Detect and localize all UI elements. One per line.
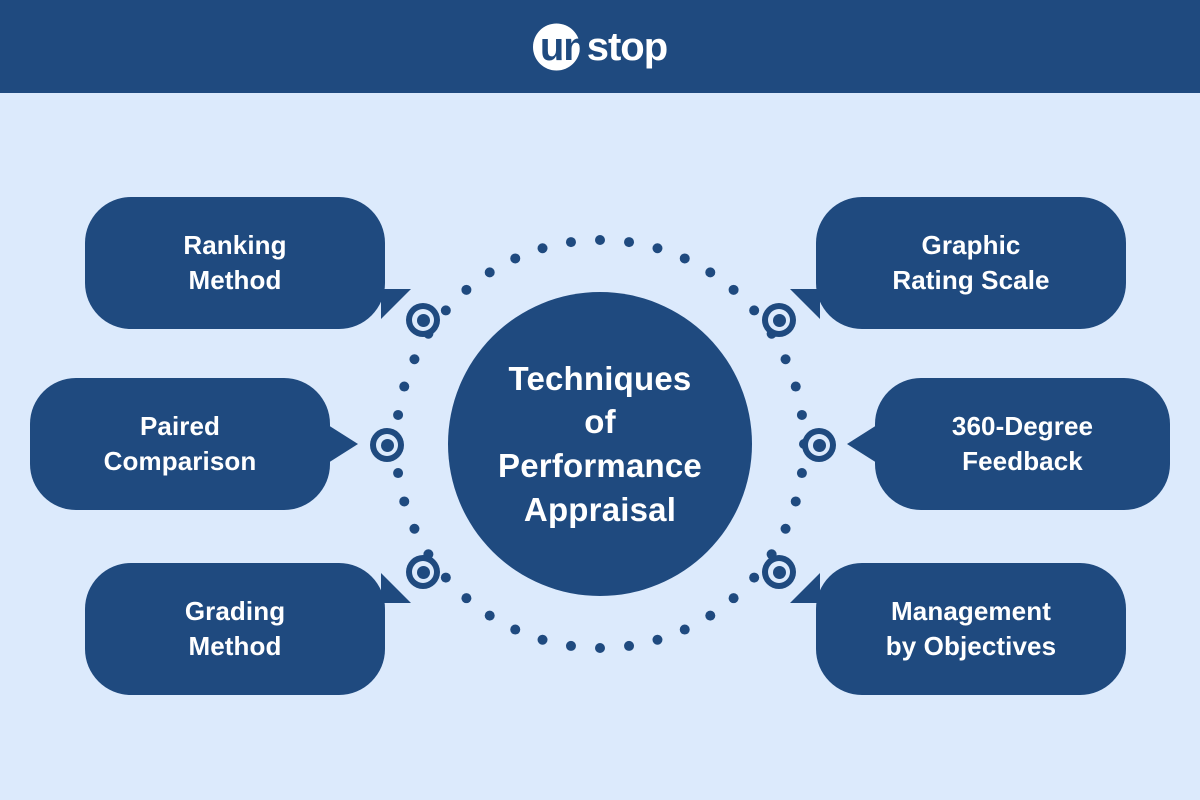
ring-dot <box>440 572 451 583</box>
hub-line-3: Performance <box>498 447 702 484</box>
ring-dot <box>652 243 663 254</box>
callout-line-2: Feedback <box>962 446 1083 476</box>
ring-dot <box>409 354 420 365</box>
node-management-by-objectives[interactable] <box>762 555 796 589</box>
callout-line-1: Graphic <box>921 230 1021 261</box>
callout-management-by-objectives-label: Management by Objectives <box>866 594 1076 664</box>
ring-dot <box>790 496 801 507</box>
ring-dot <box>399 381 410 392</box>
callout-tail <box>790 573 820 603</box>
ring-dot <box>728 593 739 604</box>
ring-dot <box>728 284 739 295</box>
logo-wordmark: unstop <box>533 24 668 69</box>
callout-graphic-rating-scale-label: Graphic Rating Scale <box>872 228 1069 298</box>
ring-dot <box>652 634 663 645</box>
ring-dot <box>796 409 807 420</box>
callout-paired-comparison[interactable]: Paired Comparison <box>30 378 358 510</box>
callout-line-1: 360-Degree <box>951 411 1094 442</box>
ring-dot <box>409 523 420 534</box>
ring-dot <box>461 284 472 295</box>
ring-dot <box>510 624 521 635</box>
ring-dot <box>399 496 410 507</box>
ring-dot <box>393 468 404 479</box>
ring-dot <box>595 643 605 653</box>
ring-dot <box>510 253 521 264</box>
callout-paired-comparison-label: Paired Comparison <box>84 409 277 479</box>
logo-text-stop: stop <box>586 24 668 69</box>
ring-dot <box>565 640 576 651</box>
callout-tail <box>847 425 877 463</box>
callout-grading-method[interactable]: Grading Method <box>85 563 411 695</box>
callout-line-2: Method <box>188 265 282 295</box>
center-hub-title: Techniques of Performance Appraisal <box>480 357 720 531</box>
logo-circle-icon <box>532 23 580 70</box>
ring-dot <box>705 610 716 621</box>
callout-line-1: Grading <box>184 596 286 627</box>
callout-grading-method-label: Grading Method <box>165 594 305 664</box>
ring-dot <box>780 523 791 534</box>
ring-dot <box>624 640 635 651</box>
ring-dot <box>679 253 690 264</box>
callout-360-degree-feedback[interactable]: 360-Degree Feedback <box>847 378 1170 510</box>
ring-dot <box>565 237 576 248</box>
ring-dot <box>679 624 690 635</box>
center-hub: Techniques of Performance Appraisal <box>448 292 752 596</box>
callout-360-degree-feedback-label: 360-Degree Feedback <box>932 409 1113 479</box>
ring-dot <box>624 237 635 248</box>
callout-line-2: by Objectives <box>885 631 1057 661</box>
logo-text-un: un <box>539 24 588 69</box>
ring-dot <box>393 409 404 420</box>
ring-dot <box>484 610 495 621</box>
ring-dot <box>790 381 801 392</box>
node-360-degree-feedback[interactable] <box>802 428 836 462</box>
ring-dot <box>461 593 472 604</box>
ring-dot <box>537 634 548 645</box>
callout-graphic-rating-scale[interactable]: Graphic Rating Scale <box>790 197 1126 329</box>
callout-line-2: Method <box>188 631 282 661</box>
diagram-stage: Techniques of Performance Appraisal Rank… <box>0 93 1200 800</box>
ring-dot <box>705 267 716 278</box>
callout-line-2: Rating Scale <box>892 265 1050 295</box>
node-paired-comparison[interactable] <box>370 428 404 462</box>
ring-dot <box>780 354 791 365</box>
ring-dot <box>796 468 807 479</box>
callout-line-1: Management <box>891 596 1051 627</box>
ring-dot <box>537 243 548 254</box>
hub-line-1: Techniques <box>508 359 692 397</box>
ring-dot <box>749 572 760 583</box>
unstop-logo[interactable]: unstop <box>532 19 668 75</box>
node-ranking-method[interactable] <box>406 303 440 337</box>
header-bar: unstop <box>0 0 1200 93</box>
ring-dot <box>484 267 495 278</box>
callout-line-1: Paired <box>139 411 221 442</box>
callout-line-1: Ranking <box>183 230 287 261</box>
ring-dot <box>440 305 451 316</box>
node-grading-method[interactable] <box>406 555 440 589</box>
callout-management-by-objectives[interactable]: Management by Objectives <box>790 563 1126 695</box>
callout-tail <box>328 425 358 463</box>
callout-ranking-method[interactable]: Ranking Method <box>85 197 411 329</box>
hub-line-2: of <box>584 403 616 441</box>
callout-line-2: Comparison <box>103 446 257 476</box>
ring-dot <box>749 305 760 316</box>
ring-dot <box>595 235 605 245</box>
callout-tail <box>381 573 411 603</box>
callout-ranking-method-label: Ranking Method <box>163 228 306 298</box>
node-graphic-rating-scale[interactable] <box>762 303 796 337</box>
hub-line-4: Appraisal <box>523 490 677 528</box>
